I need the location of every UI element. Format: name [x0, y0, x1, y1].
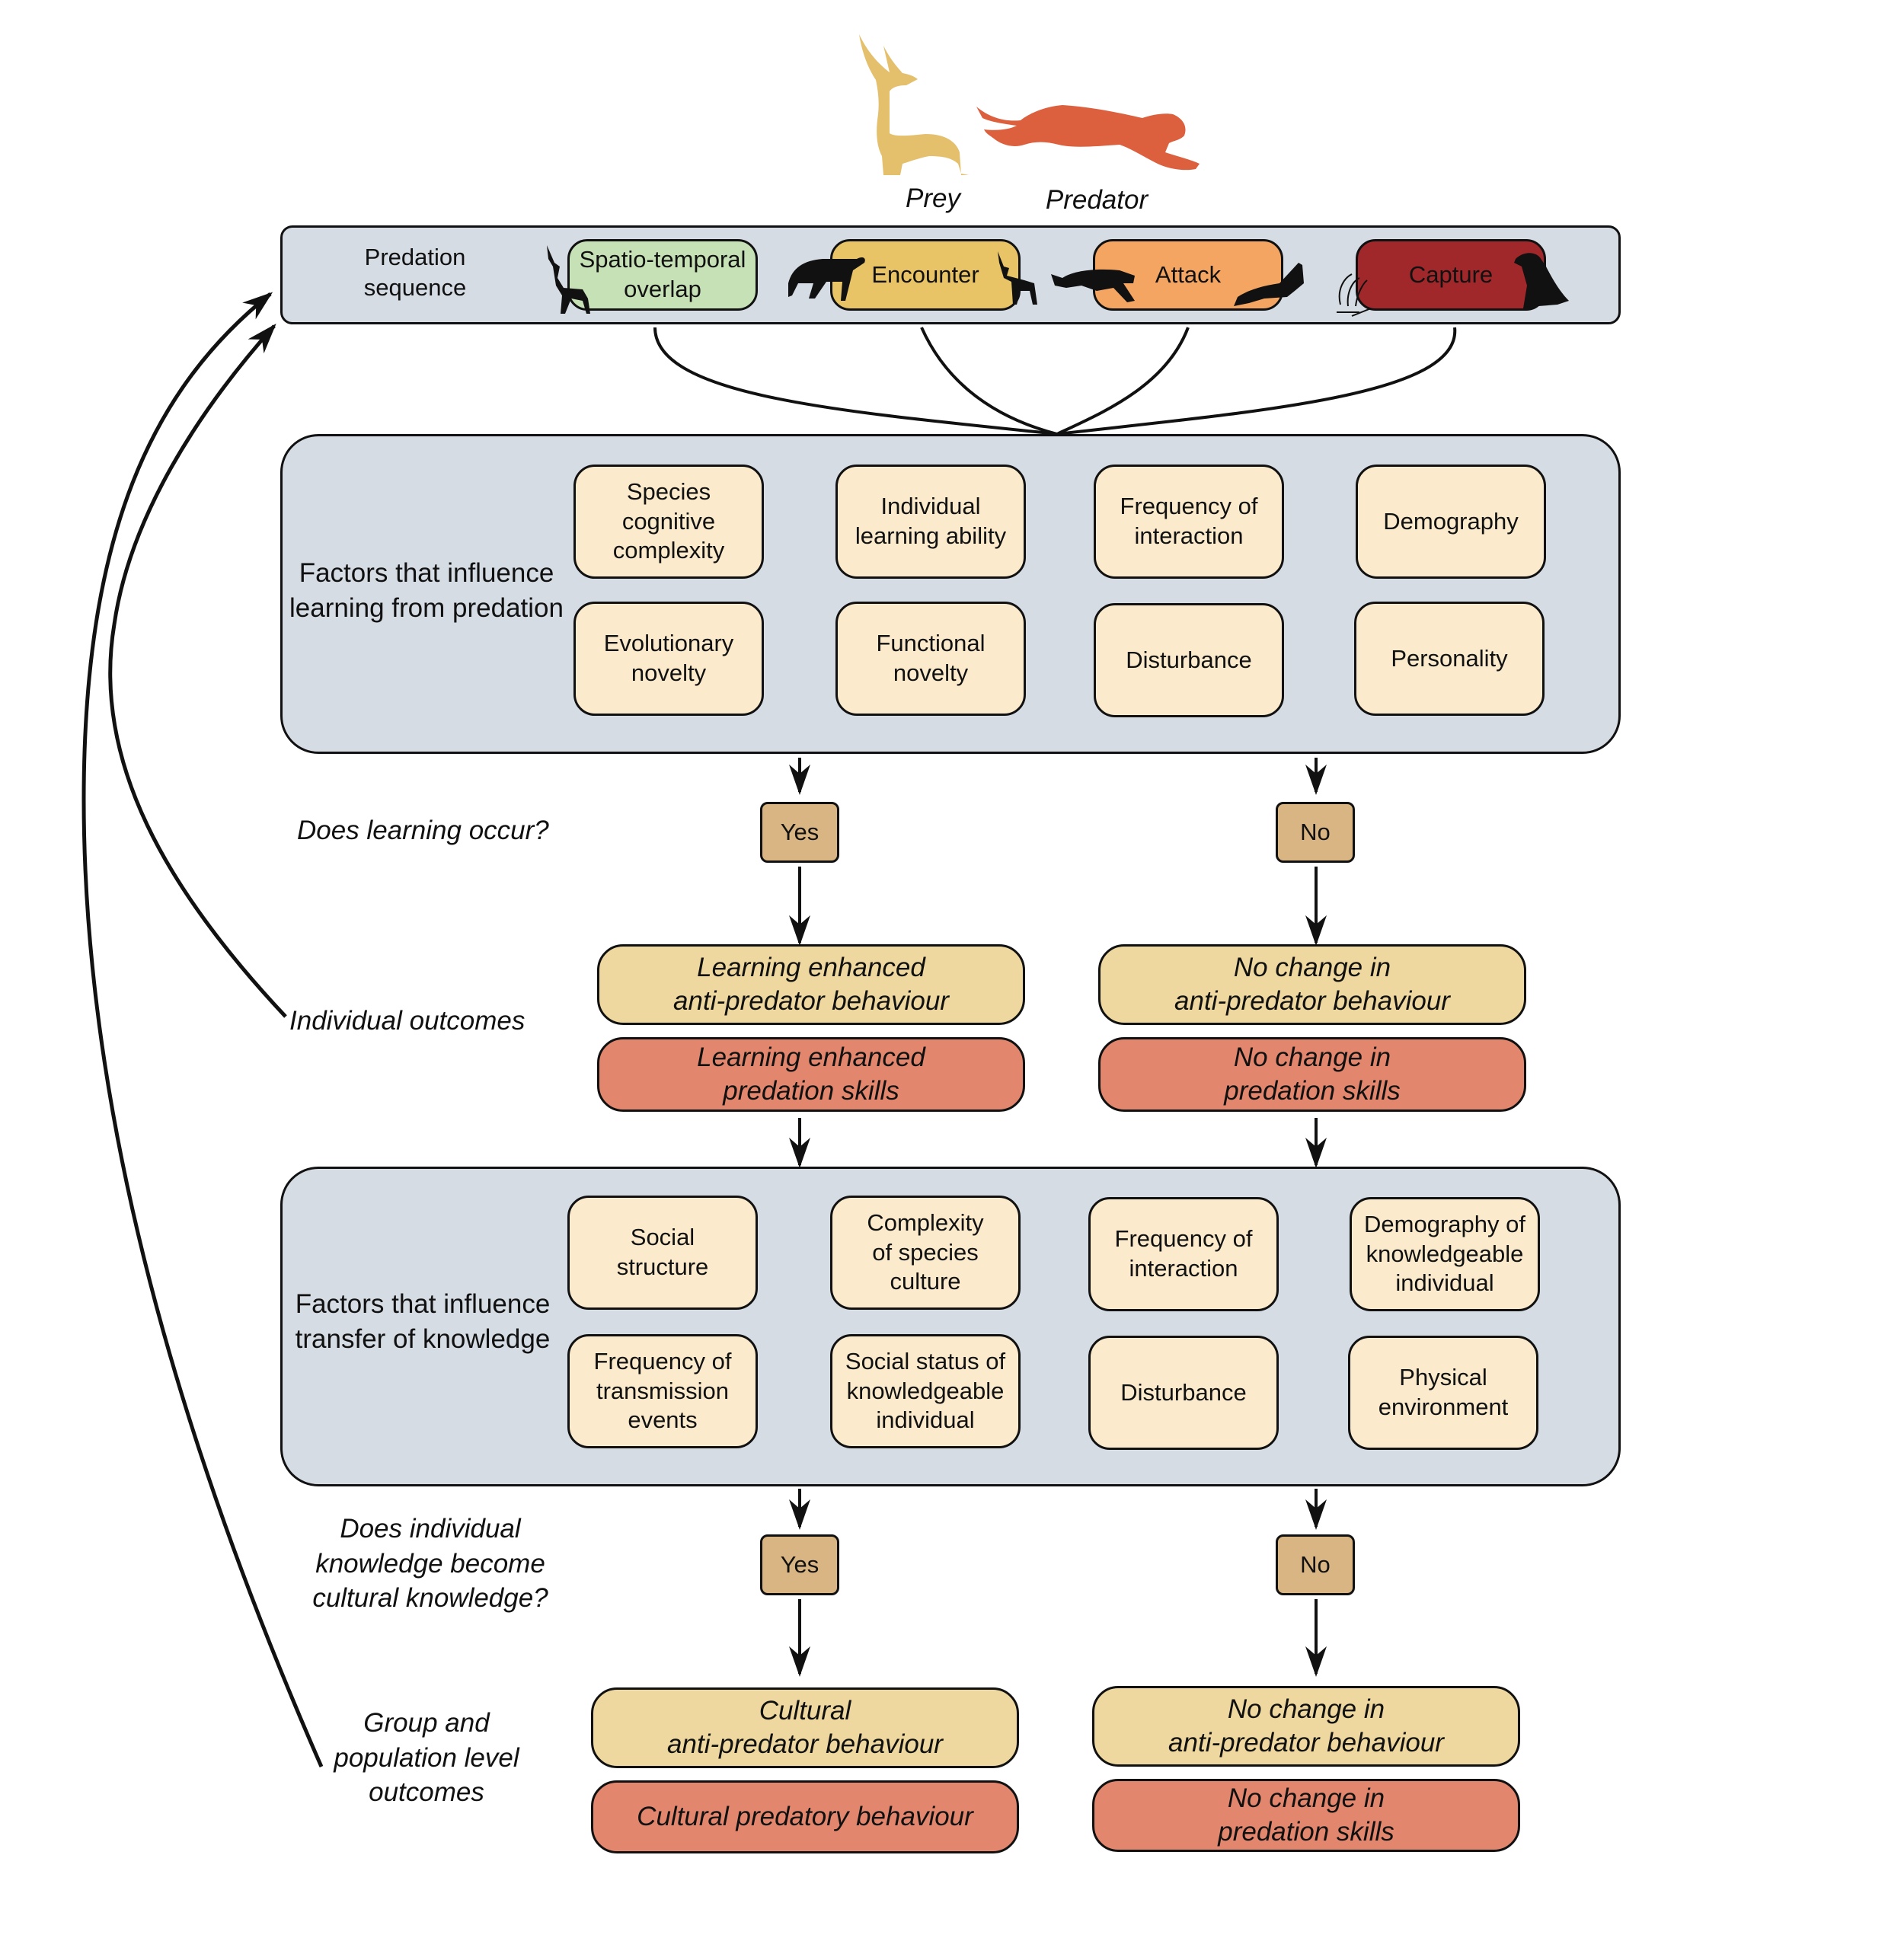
stage-label: Capture [1408, 260, 1493, 288]
factor-label: Complexity of species culture [867, 1208, 984, 1295]
factor-label: Frequency of interaction [1114, 1225, 1253, 1282]
culture-yes-node[interactable]: Yes [760, 1534, 839, 1595]
factor-box: Frequency of interaction [1094, 465, 1284, 579]
factor-label: Social status of knowledgeable individua… [845, 1347, 1006, 1434]
yes-label: Yes [780, 818, 819, 845]
funnel-line-attack [1056, 327, 1190, 436]
outcome-cultural-anti-predator: Cultural anti-predator behaviour [591, 1687, 1019, 1768]
factor-label: Evolutionary novelty [603, 630, 734, 686]
factor-label: Disturbance [1120, 1378, 1247, 1406]
factor-box: Functional novelty [835, 602, 1026, 716]
factor-box: Personality [1354, 602, 1545, 716]
no-label: No [1300, 818, 1331, 845]
factor-label: Physical environment [1378, 1364, 1509, 1420]
factor-box: Demography of knowledgeable individual [1350, 1197, 1540, 1311]
funnel-line-capture [1056, 327, 1457, 436]
group-outcomes-label: Group and population level outcomes [334, 1708, 519, 1807]
feedback-arrow-group [81, 292, 324, 1768]
outcome-cultural-predatory: Cultural predatory behaviour [591, 1780, 1019, 1853]
predator-label: Predator [1045, 185, 1148, 215]
predator-silhouette-icon [976, 105, 1200, 171]
learning-factors-label: Factors that influence learning from pre… [289, 558, 564, 623]
learning-yes-node[interactable]: Yes [760, 802, 839, 863]
outcome-learning-predation: Learning enhanced predation skills [597, 1037, 1025, 1112]
predation-sequence-label: Predation sequence [363, 244, 467, 302]
factor-label: Individual learning ability [855, 493, 1007, 549]
prey-label: Prey [906, 184, 960, 213]
prey-silhouette-icon [859, 34, 975, 194]
factor-box: Complexity of species culture [830, 1196, 1021, 1310]
factor-label: Personality [1391, 644, 1508, 672]
transfer-factors-label: Factors that influence transfer of knowl… [295, 1289, 551, 1354]
factor-box: Social status of knowledgeable individua… [830, 1334, 1021, 1448]
stage-spatio-temporal-overlap[interactable]: Spatio-temporal overlap [567, 239, 758, 311]
outcome-label: Learning enhanced anti-predator behaviou… [673, 953, 949, 1016]
factor-label: Disturbance [1126, 646, 1252, 673]
outcome-label: No change in predation skills [1218, 1783, 1394, 1847]
factor-box: Demography [1356, 465, 1546, 579]
factor-box: Species cognitive complexity [573, 465, 764, 579]
factor-box: Evolutionary novelty [573, 602, 764, 716]
outcome-learning-anti-predator: Learning enhanced anti-predator behaviou… [597, 944, 1025, 1025]
stage-label: Spatio-temporal overlap [579, 246, 746, 302]
no-label: No [1300, 1550, 1331, 1578]
factor-label: Functional novelty [876, 630, 986, 686]
factor-label: Social structure [616, 1224, 709, 1280]
outcome-group-no-change-predation: No change in predation skills [1092, 1779, 1520, 1852]
factor-box: Physical environment [1348, 1336, 1538, 1450]
yes-label: Yes [780, 1550, 819, 1578]
factor-box: Disturbance [1088, 1336, 1279, 1450]
factor-label: Species cognitive complexity [612, 477, 725, 564]
outcome-label: Cultural predatory behaviour [637, 1802, 973, 1832]
outcome-group-no-change-anti-predator: No change in anti-predator behaviour [1092, 1686, 1520, 1767]
outcome-no-change-predation: No change in predation skills [1098, 1037, 1526, 1112]
stage-capture[interactable]: Capture [1356, 239, 1546, 311]
stage-label: Encounter [871, 260, 979, 288]
factor-box: Frequency of interaction [1088, 1197, 1279, 1311]
individual-outcomes-label: Individual outcomes [289, 1006, 526, 1036]
factor-box: Disturbance [1094, 603, 1284, 717]
stage-encounter[interactable]: Encounter [830, 239, 1021, 311]
factor-label: Frequency of transmission events [593, 1347, 732, 1434]
outcome-label: No change in predation skills [1224, 1042, 1401, 1106]
outcome-no-change-anti-predator: No change in anti-predator behaviour [1098, 944, 1526, 1025]
culture-no-node[interactable]: No [1276, 1534, 1355, 1595]
factor-box: Individual learning ability [835, 465, 1026, 579]
stage-label: Attack [1155, 260, 1222, 288]
feedback-arrow-individual [108, 324, 287, 1018]
factor-label: Demography of knowledgeable individual [1364, 1210, 1525, 1297]
outcome-label: Learning enhanced predation skills [697, 1042, 925, 1106]
outcome-label: No change in anti-predator behaviour [1168, 1694, 1444, 1758]
learning-question: Does learning occur? [297, 816, 549, 845]
factor-label: Demography [1383, 507, 1519, 535]
funnel-line-overlap [653, 327, 1058, 436]
outcome-label: Cultural anti-predator behaviour [667, 1696, 943, 1759]
funnel-line-encounter [920, 327, 1058, 436]
factor-box: Social structure [567, 1196, 758, 1310]
culture-question: Does individual knowledge become cultura… [312, 1514, 548, 1613]
learning-no-node[interactable]: No [1276, 802, 1355, 863]
outcome-label: No change in anti-predator behaviour [1174, 953, 1450, 1016]
factor-label: Frequency of interaction [1120, 493, 1258, 549]
stage-attack[interactable]: Attack [1093, 239, 1283, 311]
factor-box: Frequency of transmission events [567, 1334, 758, 1448]
